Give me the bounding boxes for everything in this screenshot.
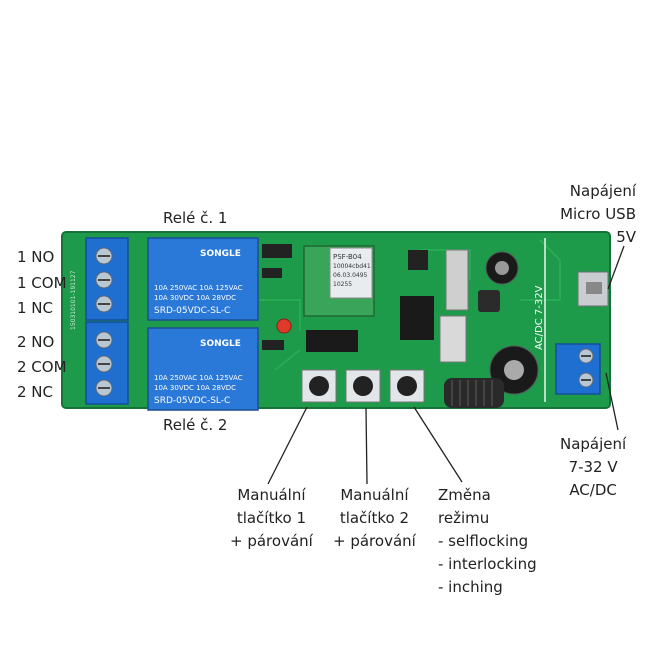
dc-power-label: Napájení 7-32 V AC/DC bbox=[560, 435, 627, 499]
relay2-model: SRD-05VDC-SL-C bbox=[154, 396, 230, 406]
relay2-label: Relé č. 2 bbox=[163, 416, 228, 434]
relay-1: SONGLE 10A 250VAC 10A 125VAC 10A 30VDC 1… bbox=[147, 237, 259, 321]
module-line1: PSF-B04 bbox=[333, 253, 362, 261]
relay1-rating1: 10A 250VAC 10A 125VAC bbox=[154, 284, 243, 292]
tactile-button-3 bbox=[389, 369, 425, 403]
relay1-label: Relé č. 1 bbox=[163, 209, 228, 227]
terminal-label-1-com: 1 COM bbox=[17, 274, 67, 292]
relay-2: SONGLE 10A 250VAC 10A 125VAC 10A 30VDC 1… bbox=[147, 327, 259, 411]
relay1-rating2: 10A 30VDC 10A 28VDC bbox=[154, 294, 236, 302]
terminal-block-2 bbox=[85, 321, 129, 405]
terminal-label-2-nc: 2 NC bbox=[17, 383, 54, 401]
terminal-label-1-nc: 1 NC bbox=[17, 299, 54, 317]
terminal-block-dc bbox=[555, 343, 601, 395]
pointer-lines bbox=[267, 245, 625, 485]
terminal-label-2-no: 2 NO bbox=[17, 333, 55, 351]
ic-chip bbox=[306, 330, 358, 352]
led-indicator bbox=[276, 318, 292, 334]
terminal-label-1-no: 1 NO bbox=[17, 248, 55, 266]
relay1-brand: SONGLE bbox=[200, 249, 241, 259]
module-line3: 06.03.0495 bbox=[333, 272, 368, 279]
button2-label: Manuální tlačítko 2 + párování bbox=[333, 486, 416, 550]
antenna-coil bbox=[444, 378, 504, 408]
relay2-rating1: 10A 250VAC 10A 125VAC bbox=[154, 374, 243, 382]
relay2-brand: SONGLE bbox=[200, 339, 241, 349]
terminal-label-2-com: 2 COM bbox=[17, 358, 67, 376]
module-line2: 10004cbd41 bbox=[333, 263, 371, 270]
relay2-rating2: 10A 30VDC 10A 28VDC bbox=[154, 384, 236, 392]
voltage-print: AC/DC 7-32V bbox=[534, 285, 545, 350]
mode-label: Změna režimu - selflocking - interlockin… bbox=[438, 486, 537, 596]
terminal-block-1 bbox=[85, 237, 129, 321]
module-line4: 10255 bbox=[333, 281, 352, 288]
wifi-module: PSF-B04 10004cbd41 06.03.0495 10255 bbox=[303, 245, 375, 317]
pcb-code: 150310101-191127 bbox=[70, 270, 77, 330]
button1-label: Manuální tlačítko 1 + párování bbox=[230, 486, 313, 550]
relay1-model: SRD-05VDC-SL-C bbox=[154, 306, 230, 316]
usb-power-label: Napájení Micro USB 5V bbox=[560, 182, 636, 246]
tactile-button-2 bbox=[345, 369, 381, 403]
tactile-button-1 bbox=[301, 369, 337, 403]
